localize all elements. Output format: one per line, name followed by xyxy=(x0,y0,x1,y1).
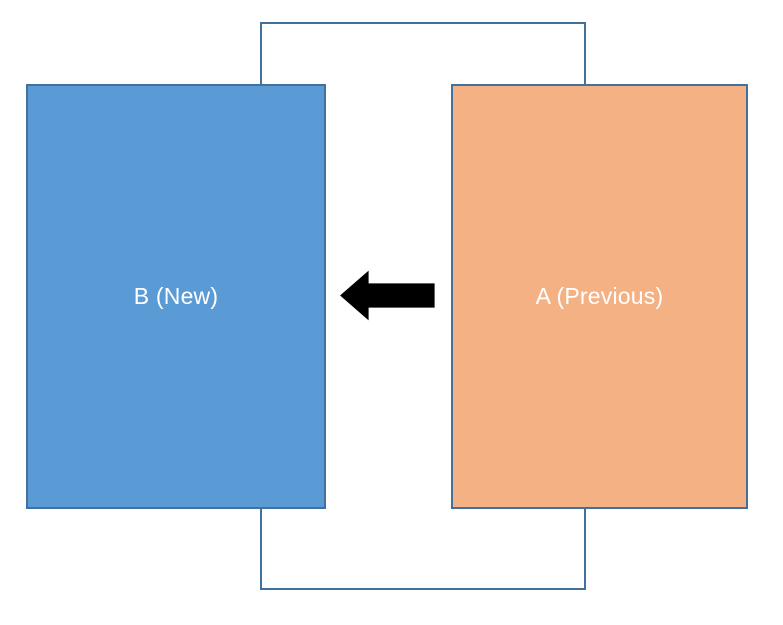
process-box-previous-label: A (Previous) xyxy=(535,282,664,309)
connector-mask-bottom xyxy=(326,476,452,512)
left-arrow-icon xyxy=(340,270,435,321)
process-box-previous[interactable]: A (Previous) xyxy=(451,84,748,509)
process-box-new[interactable]: B (New) xyxy=(26,84,326,509)
left-arrow-shape xyxy=(340,270,435,321)
process-box-new-label: B (New) xyxy=(133,282,219,309)
connector-mask-top xyxy=(326,84,452,136)
